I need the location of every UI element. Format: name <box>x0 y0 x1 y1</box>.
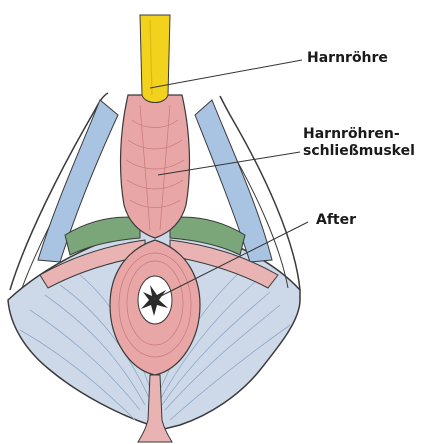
label-urethra: Harnröhre <box>307 50 388 67</box>
label-urethral-sphincter: Harnröhren- schließmuskel <box>303 126 415 160</box>
urethral-sphincter <box>121 95 190 238</box>
label-anus: After <box>316 212 356 229</box>
label-urethral-sphincter-line1: Harnröhren- <box>303 126 415 143</box>
urethra <box>140 15 170 103</box>
label-urethral-sphincter-line2: schließmuskel <box>303 143 415 160</box>
leader-line-urethra <box>150 60 302 88</box>
